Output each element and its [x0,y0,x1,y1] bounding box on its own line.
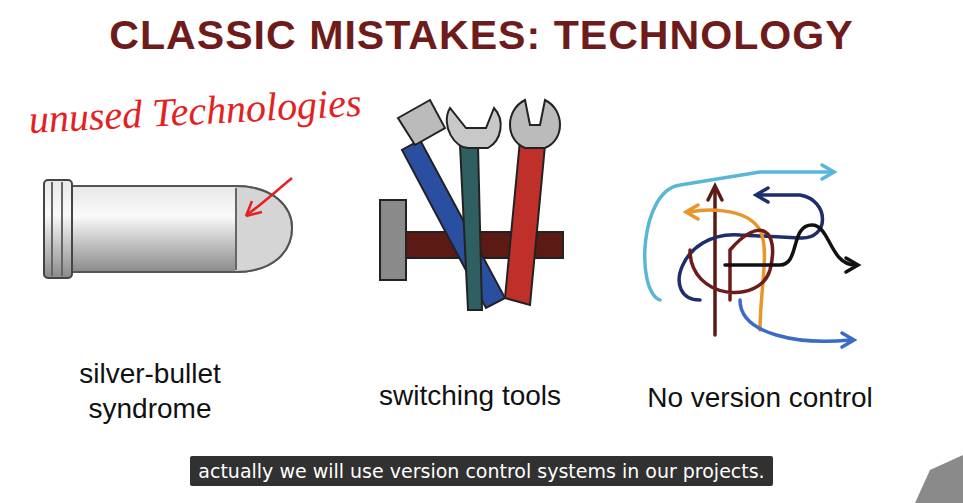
item-label: silver-bullet syndrome [40,356,260,426]
item-label: No version control [615,380,905,415]
tangled-arrows [645,165,858,347]
bullet-drawing [44,180,292,278]
item-label: switching tools [350,378,590,413]
caption-bar: actually we will use version control sys… [0,456,963,486]
annotation-arrow [246,178,292,216]
caption: actually we will use version control sys… [190,456,772,486]
tools-drawing [380,100,563,310]
title: CLASSIC MISTAKES: TECHNOLOGY [0,12,963,59]
annotation: unused Technologies [28,79,363,143]
corner-mark [915,455,963,503]
